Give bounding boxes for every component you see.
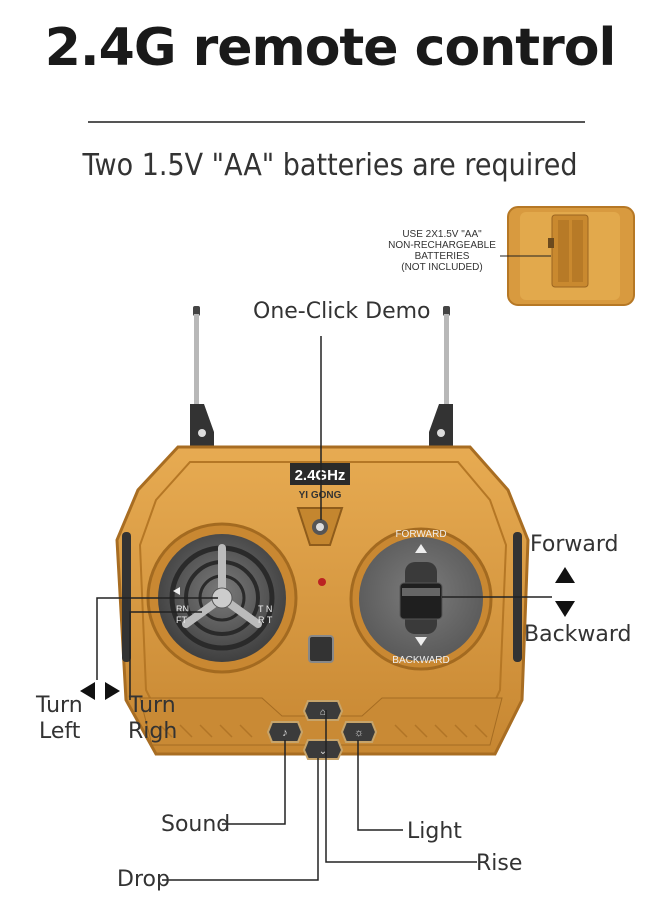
dial-turn-right-text: T N	[258, 604, 272, 614]
page-title: 2.4G remote control	[44, 18, 617, 78]
svg-text:FT: FT	[176, 615, 187, 625]
label-forward: Forward	[530, 532, 619, 557]
throttle-panel[interactable]: FORWARD BACKWARD	[349, 527, 493, 671]
label-turn-left-2: Left	[39, 719, 81, 744]
brand-badge: 2.4GHz YI GONG	[290, 463, 350, 501]
rise-button[interactable]: ⌂	[302, 700, 344, 721]
label-light: Light	[407, 819, 462, 844]
label-backward: Backward	[524, 622, 632, 647]
one-click-demo-button[interactable]	[296, 507, 344, 546]
backward-panel-text: BACKWARD	[392, 655, 449, 666]
svg-text:♪: ♪	[282, 727, 288, 739]
label-sound: Sound	[161, 812, 231, 837]
label-rise: Rise	[476, 851, 523, 876]
label-one-click-demo: One-Click Demo	[253, 299, 431, 324]
dial-turn-left-text: RN	[176, 604, 189, 614]
battery-requirement-text: Two 1.5V "AA" batteries are required	[82, 148, 578, 183]
light-button[interactable]: ☼	[340, 721, 378, 743]
power-indicator-led	[318, 578, 326, 586]
callout-lines	[96, 336, 552, 881]
svg-text:⌂: ⌂	[320, 707, 326, 718]
label-turn-right-1: Turn	[129, 693, 176, 718]
svg-text:☼: ☼	[354, 727, 364, 739]
forward-arrow-icon	[555, 567, 575, 583]
forward-panel-text: FORWARD	[395, 529, 446, 540]
sound-button[interactable]: ♪	[266, 721, 304, 743]
right-antenna	[429, 306, 453, 452]
battery-note: USE 2X1.5V "AA" NON-RECHARGEABLE BATTERI…	[388, 229, 496, 273]
power-switch[interactable]	[308, 635, 334, 663]
svg-text:R T: R T	[258, 615, 273, 625]
label-drop: Drop	[117, 867, 170, 892]
label-turn-left-1: Turn	[36, 693, 83, 718]
badge-brand: YI GONG	[299, 490, 342, 501]
left-antenna	[190, 306, 214, 452]
drop-button[interactable]: ⌄	[302, 739, 344, 760]
backward-arrow-icon	[555, 601, 575, 617]
title-divider	[88, 121, 585, 123]
battery-compartment-image	[500, 206, 635, 306]
turn-right-arrow-icon	[105, 682, 120, 700]
badge-frequency: 2.4GHz	[295, 467, 346, 484]
steering-wheel[interactable]: RN FT T N R T	[146, 522, 298, 674]
turn-left-arrow-icon	[80, 682, 95, 700]
svg-text:⌄: ⌄	[319, 746, 327, 757]
label-turn-right-2: Righ	[128, 719, 178, 744]
